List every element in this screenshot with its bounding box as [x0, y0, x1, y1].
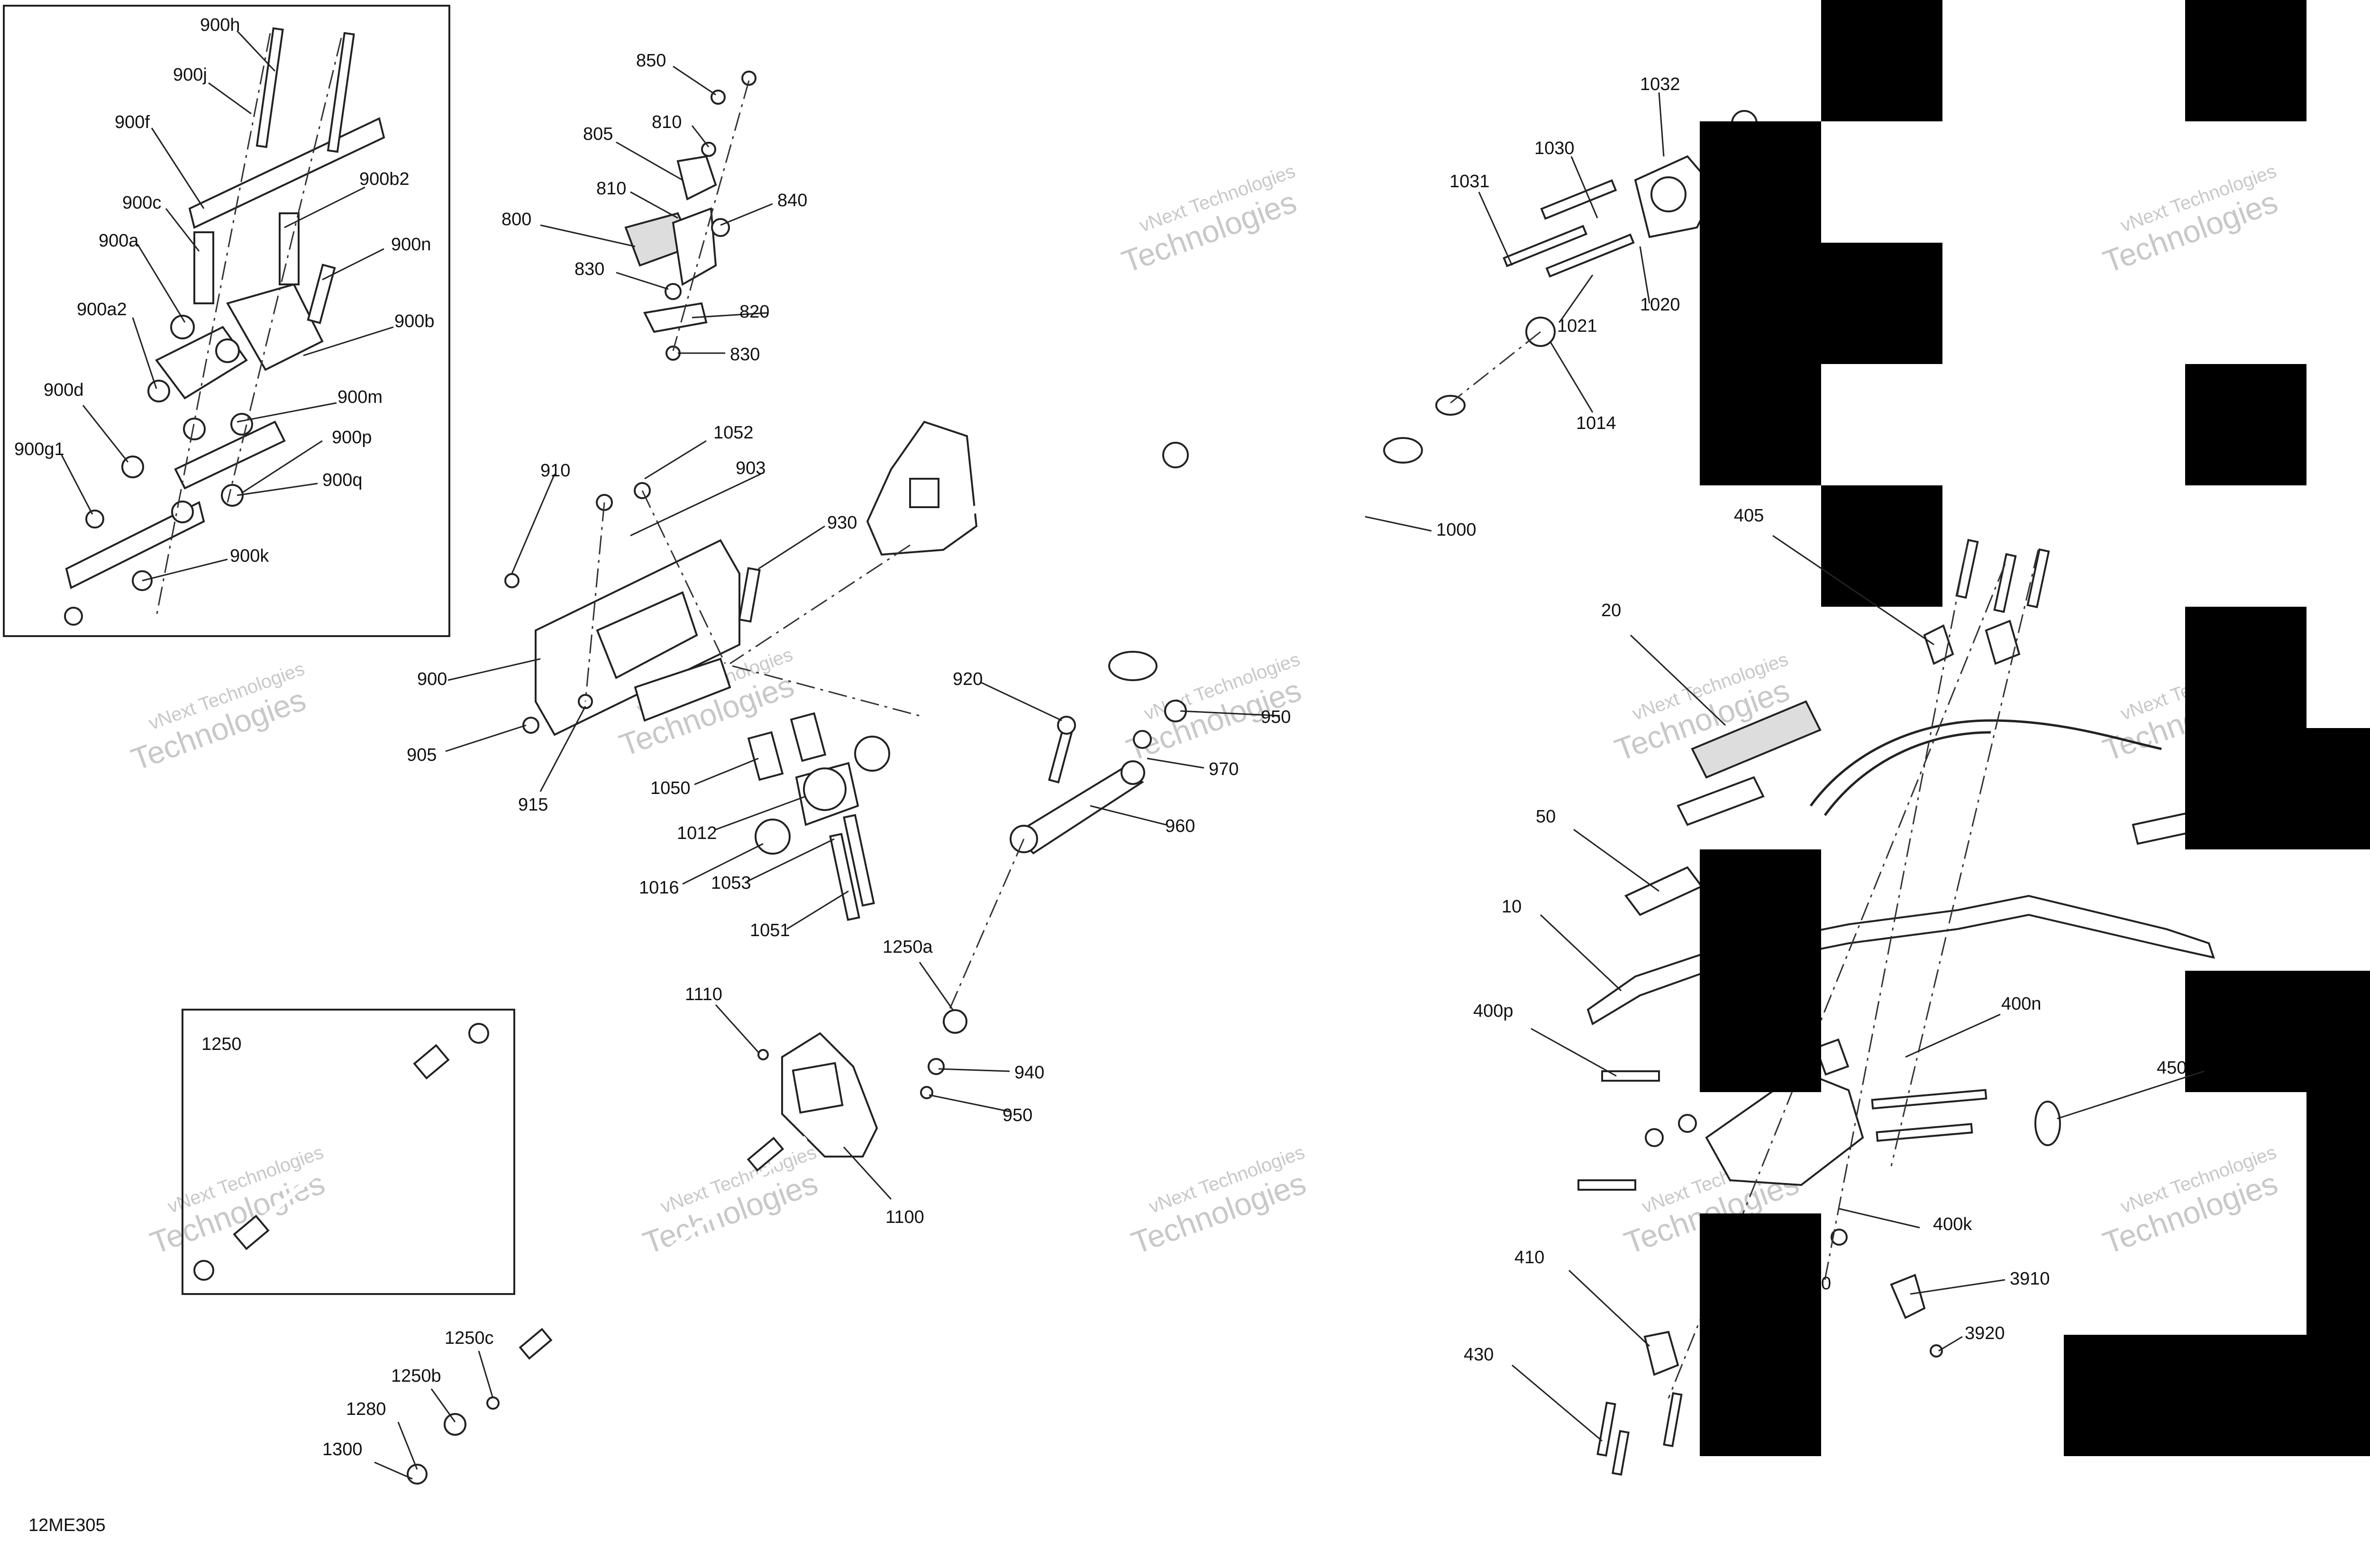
callout-1016: 1016 [639, 878, 679, 898]
callout-900n: 900n [391, 235, 431, 255]
callout-1030: 1030 [1534, 138, 1575, 158]
callout-1250a: 1250a [883, 937, 933, 957]
callout-900f: 900f [115, 112, 150, 132]
callout-900d: 900d [44, 380, 84, 400]
leader-lines [61, 30, 2205, 1480]
gearbox-930-parts [729, 420, 1189, 665]
callout-1000: 1000 [1436, 520, 1477, 540]
callout-3910: 3910 [2010, 1269, 2050, 1289]
pitman-arm-960 [942, 700, 1187, 1024]
callout-930: 930 [827, 513, 857, 533]
callout-800: 800 [501, 210, 531, 229]
callout-3920: 3920 [1965, 1323, 2005, 1343]
callout-1021: 1021 [1557, 316, 1597, 336]
inset-900-parts [64, 27, 385, 626]
callout-partial-0: 0 [1821, 1274, 1831, 1294]
callout-1050: 1050 [650, 778, 691, 798]
inset-frame-900 [3, 5, 450, 637]
handlebar-assembly [1577, 538, 2215, 1476]
callout-1300: 1300 [322, 1440, 363, 1459]
callout-1100: 1100 [885, 1207, 924, 1227]
callout-1031: 1031 [1449, 172, 1490, 191]
callout-900g1: 900g1 [14, 439, 64, 459]
callout-905: 905 [407, 745, 437, 765]
callout-10: 10 [1502, 897, 1522, 917]
callout-900k: 900k [230, 546, 269, 566]
callout-950: 950 [1261, 707, 1291, 727]
callout-900a2: 900a2 [77, 300, 127, 319]
callout-805: 805 [583, 124, 613, 144]
callout-1032: 1032 [1640, 74, 1680, 94]
callout-850: 850 [636, 51, 666, 71]
callout-410: 410 [1514, 1248, 1544, 1267]
callout-400n: 400n [2001, 994, 2042, 1014]
mount-plate-parts [504, 482, 761, 736]
callout-1250b: 1250b [391, 1366, 441, 1386]
callout-1014: 1014 [1576, 413, 1616, 433]
callout-900c: 900c [122, 193, 161, 213]
callout-900p: 900p [332, 428, 372, 447]
inset-frame-1250 [182, 1009, 515, 1295]
callout-820: 820 [739, 302, 769, 322]
callout-20: 20 [1601, 601, 1621, 620]
inset-1250-parts [193, 1023, 489, 1281]
callout-1053: 1053 [711, 873, 751, 893]
callout-810-b: 810 [596, 179, 626, 199]
callout-900q: 900q [322, 470, 363, 490]
callout-405: 405 [1734, 506, 1764, 526]
callout-450: 450 [2157, 1058, 2187, 1078]
callout-1250c: 1250c [445, 1328, 494, 1348]
callout-1051: 1051 [750, 921, 790, 940]
callout-960: 960 [1165, 816, 1195, 836]
callout-400k: 400k [1933, 1214, 1972, 1234]
callout-970: 970 [1209, 759, 1239, 779]
callout-900j: 900j [173, 65, 207, 85]
callout-900h: 900h [200, 15, 240, 35]
callout-1280: 1280 [346, 1399, 386, 1419]
callout-840: 840 [777, 191, 807, 210]
callout-1052: 1052 [713, 423, 754, 443]
inset-label-1250: 1250 [201, 1034, 242, 1054]
callout-400p: 400p [1473, 1001, 1513, 1021]
callout-915: 915 [518, 795, 548, 815]
callout-940: 940 [1014, 1063, 1044, 1083]
callout-830-b: 830 [730, 345, 760, 365]
callout-900b2: 900b2 [359, 169, 410, 189]
callout-830: 830 [574, 259, 604, 279]
callout-900m: 900m [337, 387, 383, 407]
callout-810: 810 [652, 112, 682, 132]
callout-900a: 900a [99, 231, 139, 251]
redaction-blocks [1700, 0, 2370, 1456]
callout-900: 900 [417, 669, 447, 689]
callout-1110: 1110 [685, 985, 722, 1004]
clamp-stack-parts [732, 665, 920, 921]
sensor-800-parts [624, 71, 757, 361]
callout-903: 903 [736, 458, 766, 478]
callout-1020: 1020 [1640, 295, 1680, 315]
callout-1012: 1012 [677, 823, 717, 843]
callout-950-b: 950 [1003, 1105, 1032, 1125]
callout-labels: 900h 900j 900f 900c 900b2 900a 900n 900a… [14, 15, 2187, 1535]
callout-430: 430 [1464, 1345, 1494, 1365]
callout-920: 920 [953, 669, 983, 689]
callout-900b: 900b [394, 311, 435, 331]
callout-910: 910 [540, 461, 570, 481]
callout-50: 50 [1536, 807, 1556, 827]
steering-column-1000 [1084, 392, 1466, 689]
drawing-code: 12ME305 [28, 1515, 106, 1535]
